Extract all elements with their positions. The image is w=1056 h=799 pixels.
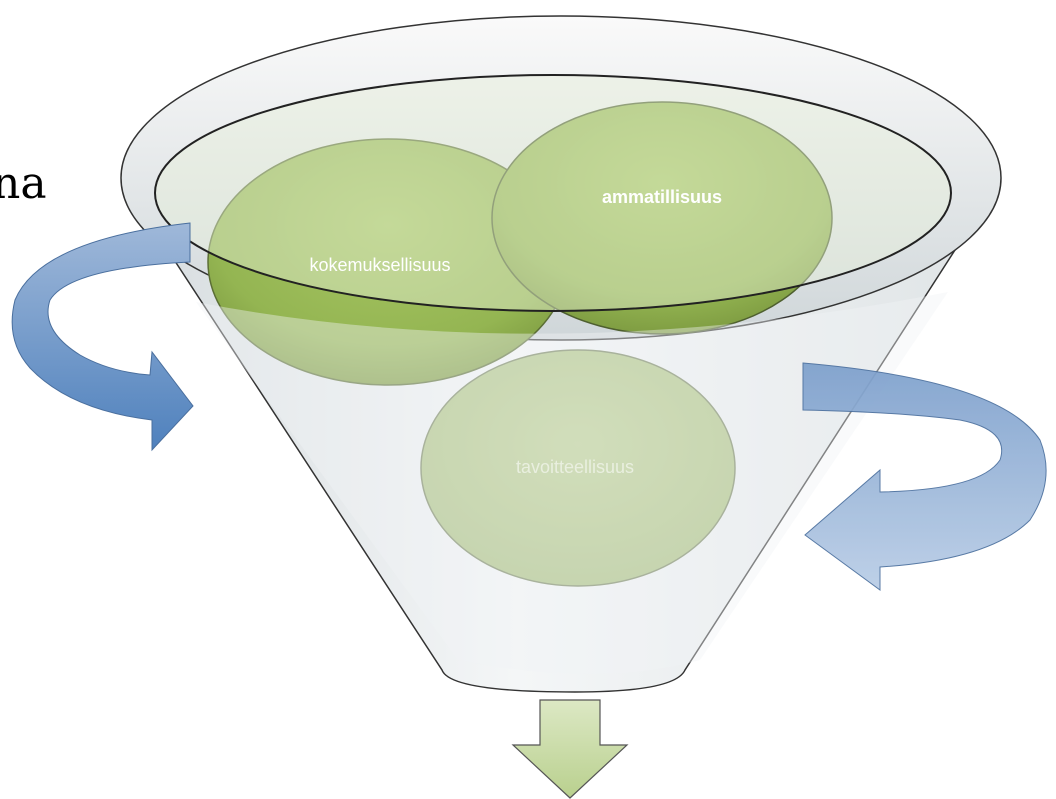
label-kokemuksellisuus: kokemuksellisuus <box>309 255 450 275</box>
down-arrow <box>511 699 629 799</box>
circle-ammatillisuus <box>491 101 833 335</box>
funnel-opening <box>154 74 952 312</box>
label-ammatillisuus: ammatillisuus <box>602 187 722 207</box>
right-circular-arrow <box>802 362 1047 591</box>
circle-tavoitteellisuus <box>420 349 736 587</box>
side-text-fragment: na <box>0 158 47 209</box>
funnel-veil <box>196 292 948 674</box>
left-circular-arrow <box>11 222 194 452</box>
label-tavoitteellisuus: tavoitteellisuus <box>516 457 634 477</box>
